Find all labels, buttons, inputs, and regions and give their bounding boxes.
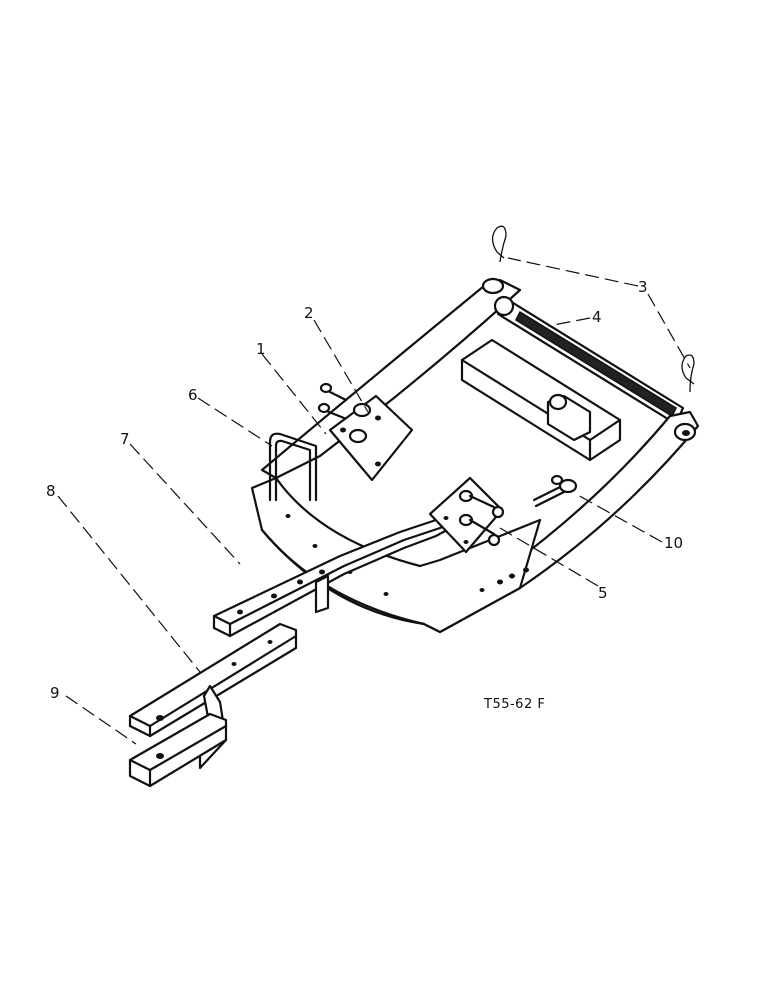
callout-5: 5 [598,584,608,602]
callout-8: 8 [46,482,56,500]
callout-10: 10 [664,534,683,552]
frame-left-arm [260,277,522,480]
leader-10 [575,493,663,543]
callout-4: 4 [592,308,602,326]
base-plate [250,476,542,634]
clamp-plate-rear [317,382,414,482]
leader-lines [57,257,691,745]
u-bolt [268,432,318,502]
leader-8 [57,495,201,673]
spring-clip-right [681,354,695,393]
callout-labels: 1 2 3 4 5 6 7 8 9 10 [46,278,683,702]
callout-3: 3 [638,278,648,296]
callout-6: 6 [188,386,198,404]
linch-pin [532,474,578,508]
leader-9 [65,695,137,745]
leader-2 [313,319,369,413]
cross-bar [493,295,685,426]
leader-3a [507,257,639,287]
callout-7: 7 [120,430,130,448]
spring-clip-top [491,225,507,263]
leader-3b [647,293,691,369]
leader-1 [261,353,327,435]
centre-block [460,338,622,462]
leader-7 [129,443,241,565]
leader-4 [547,317,591,327]
callout-9: 9 [50,684,60,702]
clevis-bar [128,712,228,788]
clamp-plate-front [428,476,505,554]
callout-1: 1 [256,340,266,358]
right-frame-holes [479,567,529,592]
drawing-code: T55-62 F [483,697,545,712]
leader-6 [197,397,273,447]
callout-2: 2 [304,304,314,322]
